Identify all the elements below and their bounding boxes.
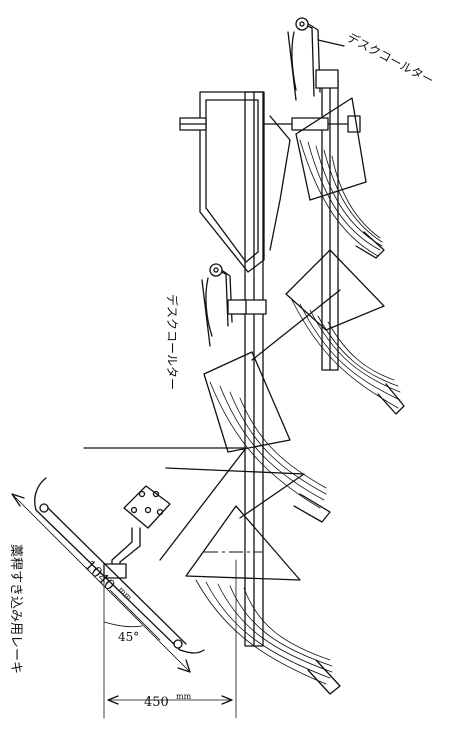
right-beam (321, 79, 339, 371)
disc-coulter-top (287, 17, 345, 101)
disc-coulter-middle-label: デスクコールター (165, 294, 180, 390)
disc-coulter-top-label: デスクコールター (345, 29, 437, 87)
rake-length-unit: mm (117, 585, 134, 602)
moldboard-2 (285, 249, 405, 415)
moldboard-4 (195, 579, 341, 695)
hitch-frame (179, 91, 361, 273)
main-beam (239, 91, 267, 647)
disc-coulter-middle (201, 263, 247, 347)
width-dimension (103, 559, 237, 719)
width-unit: mm (176, 692, 192, 701)
rake-bracket (103, 485, 171, 579)
moldboard-3 (203, 289, 341, 523)
rear-plates (83, 447, 305, 581)
moldboard-1 (295, 97, 385, 259)
width-value: 450 (144, 695, 169, 710)
straw-rake (11, 477, 205, 673)
angle-marker (103, 577, 161, 691)
angle-value: 45° (118, 630, 139, 644)
rake-label: 藁稈すき込み用レーキ (8, 544, 23, 674)
